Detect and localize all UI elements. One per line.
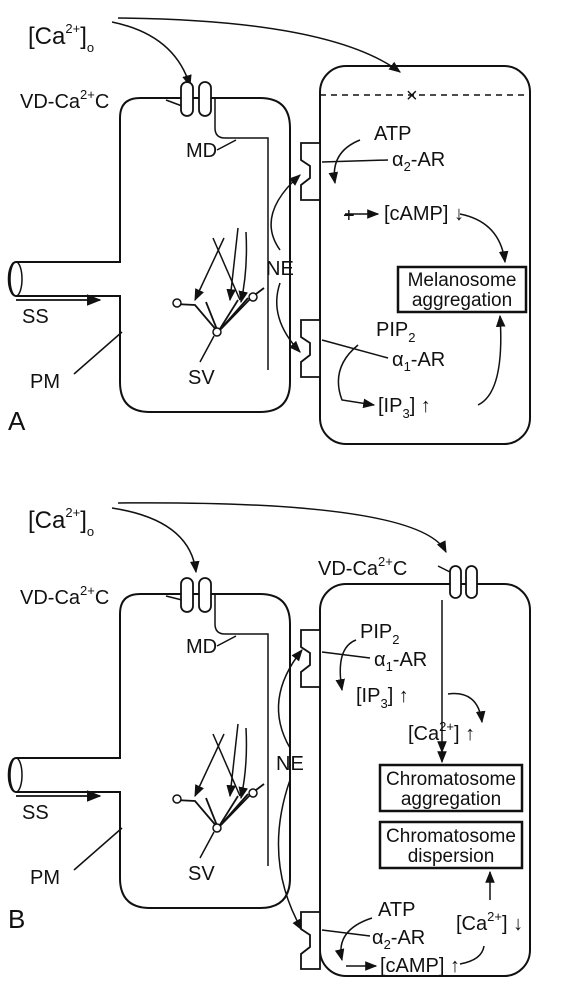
panel-b-ne-label: NE — [276, 753, 304, 775]
panel-a-response-line1: Melanosome — [408, 270, 517, 291]
panel-b-md-label: MD — [186, 636, 217, 658]
panel-a-calcium-channel-left — [180, 81, 194, 117]
panel-a-alpha2-ar-label: α2-AR — [392, 149, 445, 174]
panel-a-extracellular-calcium-label: [Ca2+]o — [28, 21, 94, 55]
panel-a-camp-label: [cAMP] ↓ — [384, 203, 464, 225]
panel-a-vd-channel-label: VD-Ca2+C — [20, 87, 109, 113]
panel-b-aggregation-line1: Chromatosome — [386, 769, 516, 790]
panel-a-melanosome-box — [396, 265, 528, 314]
panel-b-atp-label: ATP — [378, 899, 415, 921]
panel-b-extracellular-calcium-label: [Ca2+]o — [28, 505, 94, 539]
panel-b-calcium-to-target-arrow — [117, 502, 447, 554]
panel-b-calcium-channel-left — [180, 577, 194, 613]
panel-b-alpha1-ar-label: α1-AR — [374, 649, 427, 674]
panel-b-calcium-to-channel-arrow — [111, 507, 200, 574]
panel-b-calcium-up-label: [Ca2+] ↑ — [408, 719, 475, 745]
panel-a-alpha2-receptor — [300, 142, 321, 201]
panel-a-response-line2: aggregation — [412, 290, 512, 311]
panel-b-calcium-down-label: [Ca2+] ↓ — [456, 909, 523, 935]
panel-b-ss-label: SS — [22, 802, 49, 824]
panel-a-pm-label: PM — [30, 371, 60, 393]
panel-b-alpha1-receptor — [300, 629, 321, 688]
panel-b-pm-label: PM — [30, 867, 60, 889]
panel-a-ne-to-alpha2-arrow — [270, 174, 301, 251]
panel-b-dispersion-line2: dispersion — [408, 846, 495, 867]
panel-b-aggregation-box — [378, 763, 524, 813]
panel-a-ne-label: NE — [266, 258, 294, 280]
panel-b-pip2-label: PIP2 — [360, 621, 399, 647]
panel-b-target-vd-channel-label: VD-Ca2+C — [318, 554, 407, 580]
panel-a-sv-label: SV — [188, 367, 215, 389]
panel-b-ne-to-alpha2-arrow — [277, 779, 303, 932]
panel-a-target-cell — [319, 65, 531, 445]
panel-a-md-label: MD — [186, 140, 217, 162]
panel-b-vd-channel-label: VD-Ca2+C — [20, 583, 109, 609]
panel-a-plus-mark: + — [343, 205, 355, 227]
panel-a-calcium-to-channel-arrow — [111, 21, 192, 88]
panel-b-ne-to-alpha1-arrow — [277, 649, 303, 749]
panel-a-ip3-label: [IP3] ↑ — [378, 395, 431, 421]
panel-b: [Ca2+]o VD-Ca2+C MD NE SS PM SV — [7, 502, 531, 977]
panel-b-sv-label: SV — [188, 863, 215, 885]
panel-a-letter: A — [8, 406, 26, 436]
panel-b-aggregation-line2: aggregation — [401, 789, 501, 810]
panel-a-calcium-to-target-arrow — [117, 17, 401, 73]
panel-a: [Ca2+]o × VD-Ca2+C MD NE — [7, 17, 531, 445]
panel-b-target-cell — [319, 583, 531, 977]
panel-a-ne-to-alpha1-arrow — [276, 282, 301, 353]
panel-a-pip2-label: PIP2 — [376, 319, 415, 345]
panel-b-calcium-channel-right — [198, 577, 212, 613]
panel-b-target-calcium-channel-right — [465, 565, 478, 599]
panel-b-dispersion-box — [378, 820, 524, 870]
panel-b-alpha2-ar-label: α2-AR — [372, 927, 425, 952]
panel-b-nerve-terminal — [7, 593, 291, 909]
panel-b-alpha2-receptor — [300, 911, 321, 970]
panel-a-inhibit-mark: × — [406, 85, 418, 107]
panel-a-nerve-terminal — [7, 97, 291, 413]
panel-a-ss-label: SS — [22, 306, 49, 328]
panel-a-alpha1-ar-label: α1-AR — [392, 349, 445, 374]
panel-b-target-calcium-channel-left — [449, 565, 462, 599]
panel-b-camp-label: [cAMP] ↑ — [380, 955, 460, 977]
panel-a-alpha1-receptor — [300, 319, 321, 378]
panel-b-letter: B — [8, 904, 25, 934]
panel-a-calcium-channel-right — [198, 81, 212, 117]
panel-a-atp-label: ATP — [374, 123, 411, 145]
panel-b-dispersion-line1: Chromatosome — [386, 826, 516, 847]
panel-b-ip3-label: [IP3] ↑ — [356, 685, 409, 711]
